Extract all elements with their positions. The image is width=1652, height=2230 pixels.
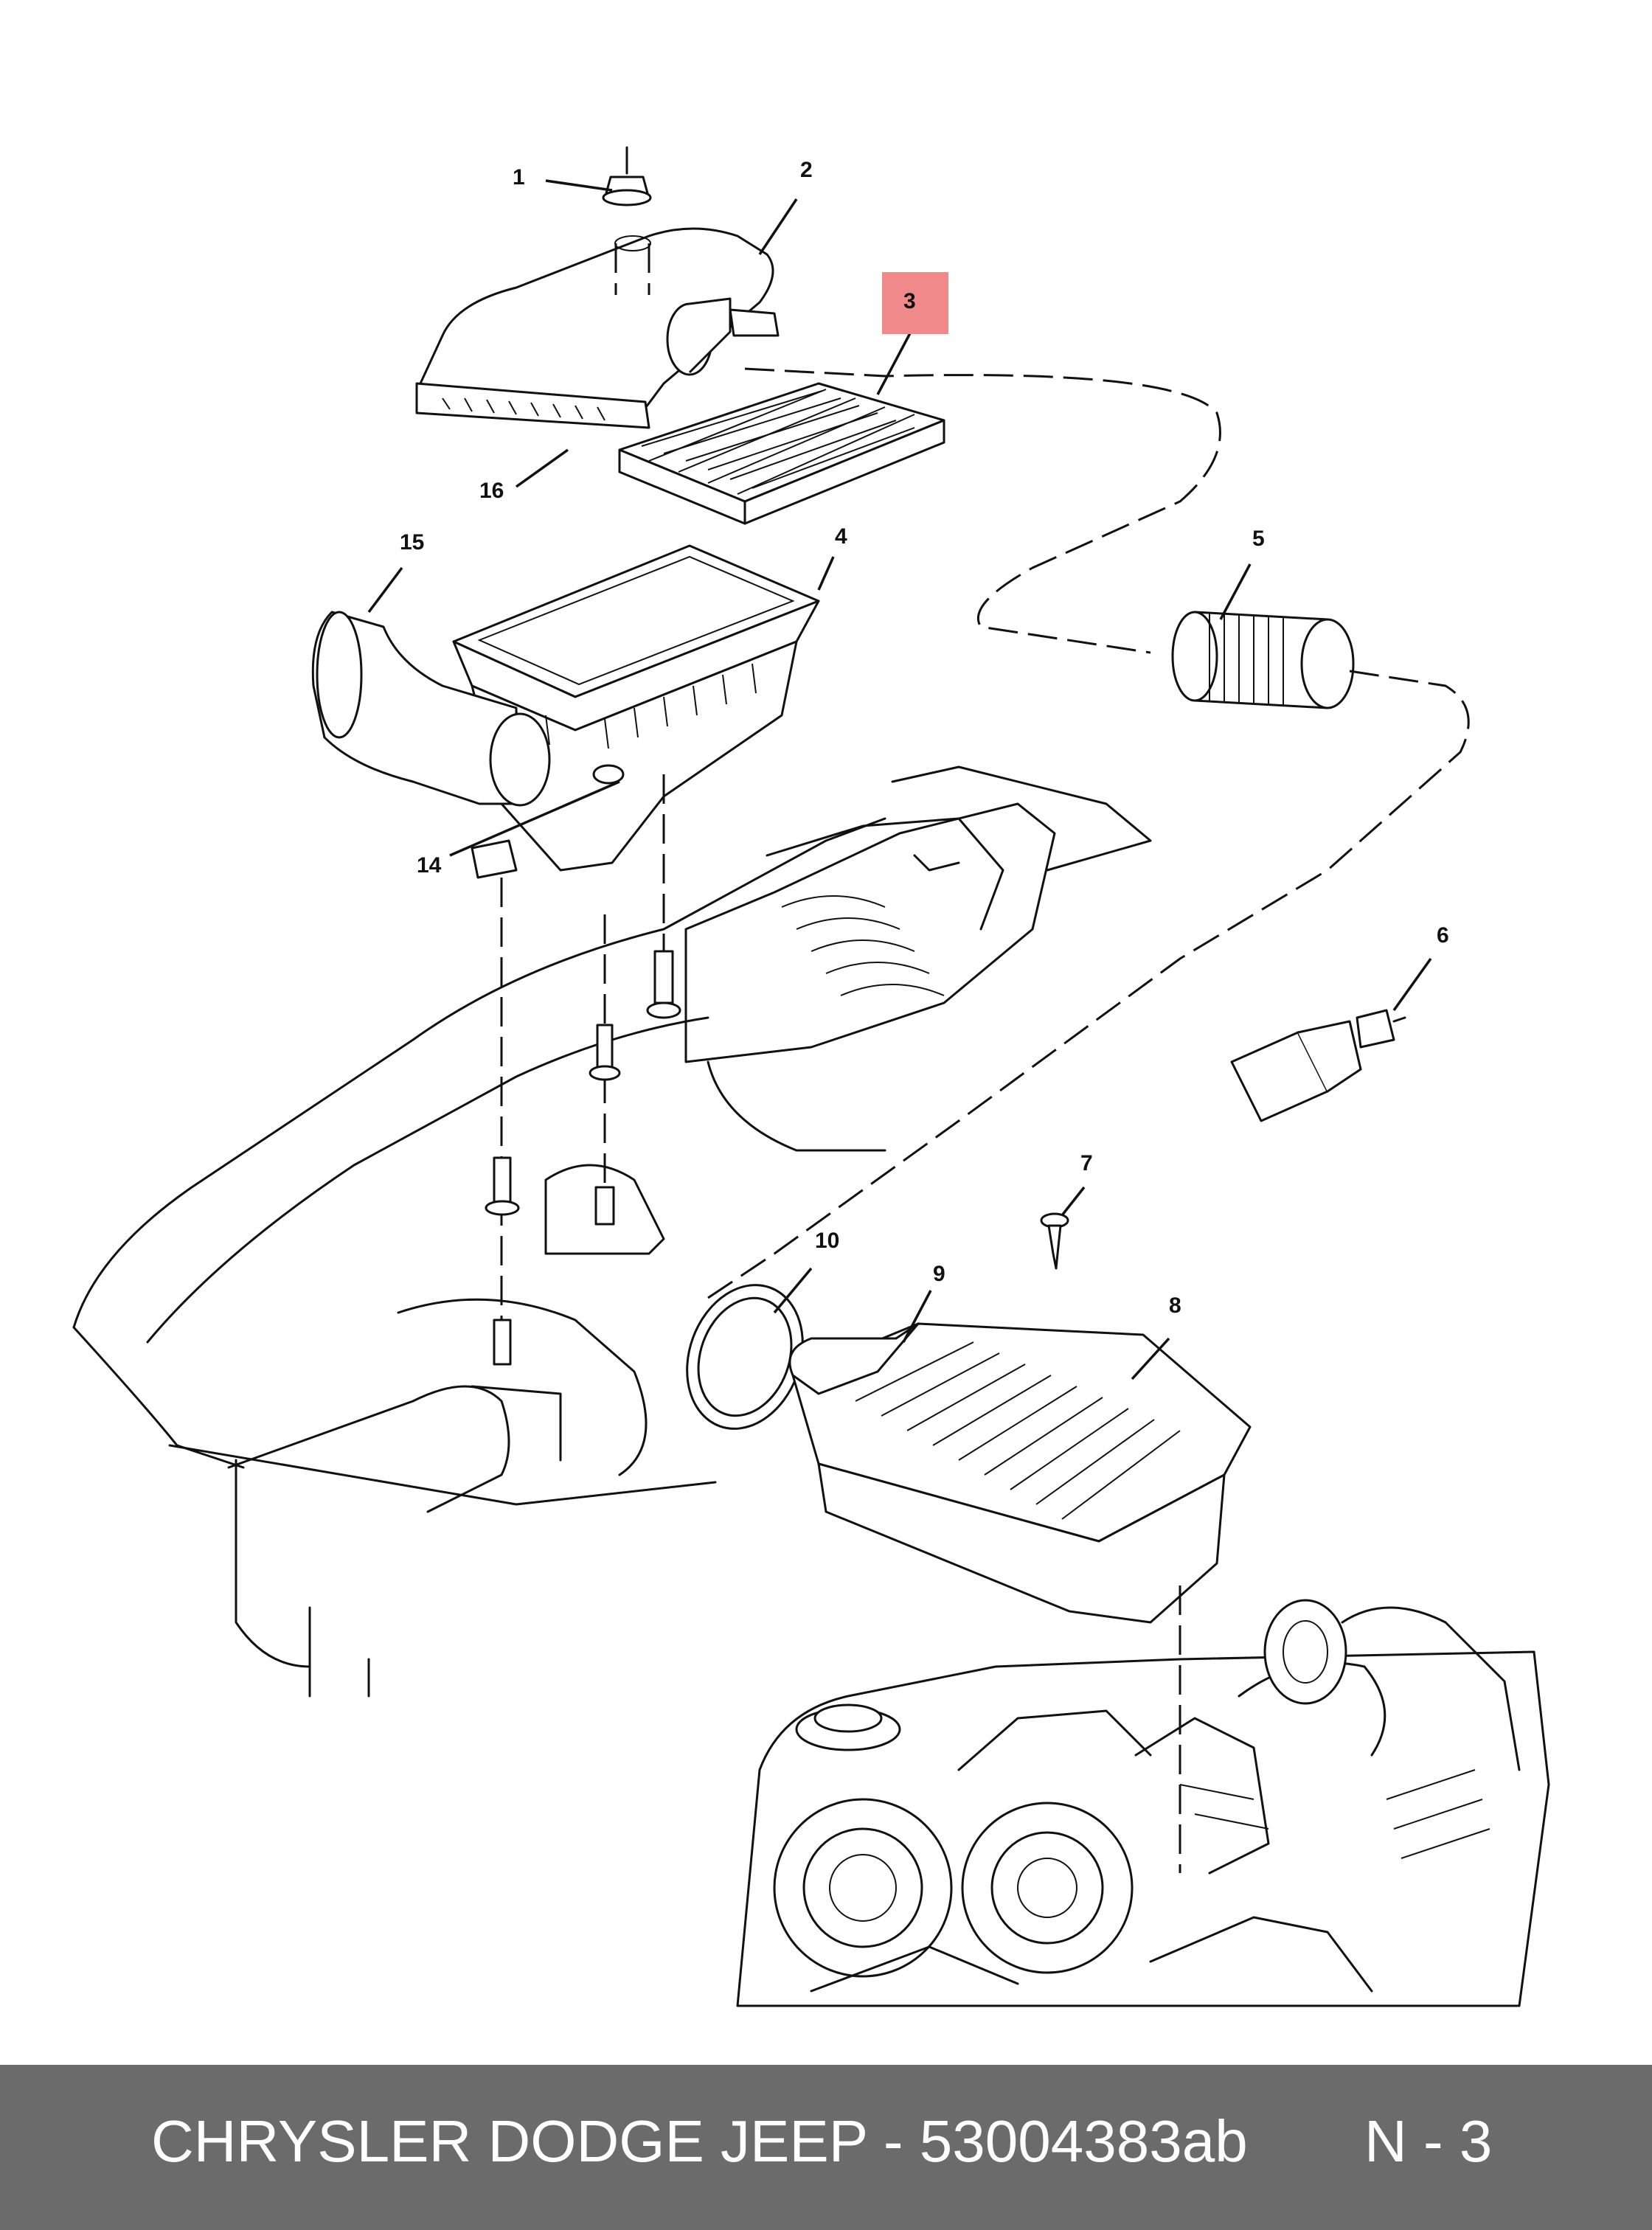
footer-title: CHRYSLER DODGE JEEP - 53004383ab xyxy=(151,2108,1248,2174)
part-2-air-cleaner-lid xyxy=(415,227,780,429)
part-14-bracket xyxy=(471,839,518,879)
callout-5: 5 xyxy=(1252,527,1265,551)
part-3-air-filter xyxy=(618,382,945,525)
callout-14: 14 xyxy=(417,853,442,878)
part-8-intake-cover xyxy=(788,1322,1252,1624)
callout-15: 15 xyxy=(400,530,424,555)
leader-lines xyxy=(367,179,1432,1380)
callout-7: 7 xyxy=(1080,1151,1093,1175)
callout-2: 2 xyxy=(800,158,813,182)
vehicle-body-linework xyxy=(72,765,1152,1698)
callout-6: 6 xyxy=(1437,923,1449,948)
callout-16: 16 xyxy=(479,479,504,503)
callout-9: 9 xyxy=(933,1262,945,1286)
engine-linework xyxy=(736,1599,1550,2007)
part-15-intake-duct xyxy=(311,611,551,807)
callout-3: 3 xyxy=(903,289,916,313)
part-7-screw xyxy=(1040,1212,1069,1270)
callout-10: 10 xyxy=(815,1229,839,1253)
part-10-seal xyxy=(686,1284,804,1430)
footer-page-number: N - 3 xyxy=(1364,2108,1493,2174)
callout-1: 1 xyxy=(513,165,525,190)
part-6-sensor xyxy=(1230,1009,1406,1122)
callout-labels: 1 2 3 4 5 6 7 8 9 10 14 15 16 xyxy=(400,158,1449,1318)
part-1-nut xyxy=(602,146,652,206)
assembly-lines xyxy=(500,367,1470,1873)
callout-3-highlight xyxy=(882,272,948,334)
callout-4: 4 xyxy=(835,524,847,549)
part-5-hose xyxy=(1171,611,1355,709)
footer-bar: CHRYSLER DODGE JEEP - 53004383ab N - 3 xyxy=(0,2065,1652,2230)
callout-8: 8 xyxy=(1169,1293,1181,1318)
parts-diagram: 1 2 3 4 5 6 7 8 9 10 14 15 16 xyxy=(72,146,1550,2007)
studs xyxy=(485,950,681,1366)
